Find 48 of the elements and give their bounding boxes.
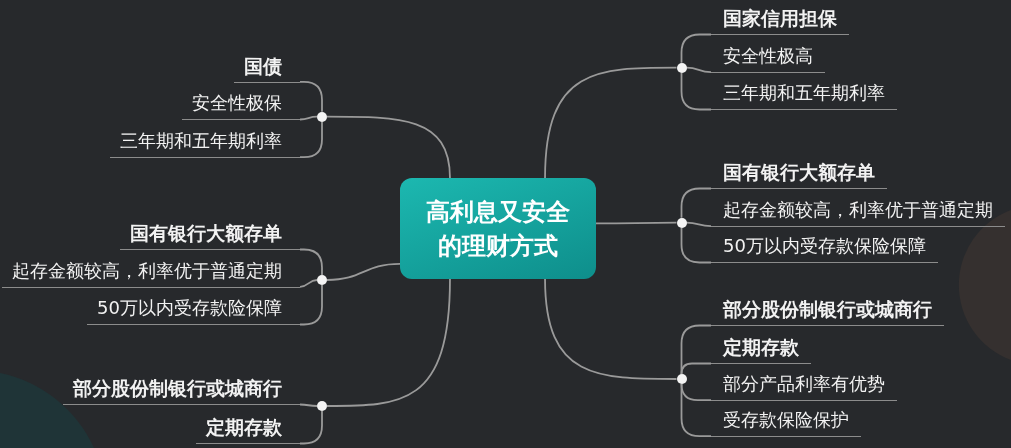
junction-dot — [676, 217, 687, 228]
branch-line — [326, 262, 401, 281]
branch-line — [544, 278, 678, 380]
branch-heading: 国家信用担保 — [711, 6, 849, 36]
branch-heading: 部分股份制银行或城商行 — [711, 297, 944, 327]
junction-dot — [317, 111, 327, 122]
branch-line — [685, 221, 712, 228]
branch-line — [544, 66, 678, 179]
junction-dot — [676, 374, 687, 384]
branch-heading: 国债 — [234, 53, 300, 83]
branch-item: 起存金额较高，利率优于普通定期 — [2, 258, 300, 288]
junction-dot — [317, 401, 327, 411]
branch-line — [326, 115, 451, 179]
branch-item: 起存金额较高，利率优于普通定期 — [711, 197, 1005, 227]
branch-item: 受存款保险保护 — [711, 407, 861, 437]
branch-line — [680, 226, 712, 264]
branch-line — [326, 278, 451, 407]
branch-heading: 定期存款 — [711, 335, 811, 365]
branch-item: 三年期和五年期利率 — [110, 128, 300, 158]
branch-line — [680, 71, 712, 111]
branch-line — [680, 362, 712, 375]
branch-item: 50万以内受存款险保障 — [87, 296, 300, 326]
junction-dot — [676, 62, 687, 73]
branch-item: 安全性极保 — [182, 91, 300, 121]
branch-line — [680, 383, 712, 438]
branch-line — [299, 80, 323, 113]
branch-line — [299, 410, 323, 445]
branch-line — [299, 120, 323, 159]
branch-line — [299, 284, 323, 326]
branch-line — [680, 33, 712, 64]
branch-line — [685, 66, 712, 74]
junction-dot — [317, 275, 327, 285]
branch-item: 50万以内受存款保险保障 — [711, 234, 938, 264]
central-topic-box: 高利息又安全的理财方式 — [400, 178, 596, 279]
branch-line — [299, 403, 318, 407]
branch-line — [299, 279, 318, 288]
branch-heading: 国有银行大额存单 — [120, 221, 300, 251]
branch-line — [680, 187, 712, 219]
branch-heading: 定期存款 — [196, 415, 300, 445]
branch-item: 部分产品利率有优势 — [711, 371, 897, 401]
branch-line — [680, 383, 712, 402]
branch-line — [595, 221, 678, 225]
branch-line — [299, 115, 318, 121]
branch-heading: 部分股份制银行或城商行 — [63, 376, 300, 406]
branch-line — [299, 248, 323, 276]
branch-item: 安全性极高 — [711, 43, 825, 73]
branch-heading: 国有银行大额存单 — [711, 160, 887, 190]
branch-item: 三年期和五年期利率 — [711, 81, 897, 111]
